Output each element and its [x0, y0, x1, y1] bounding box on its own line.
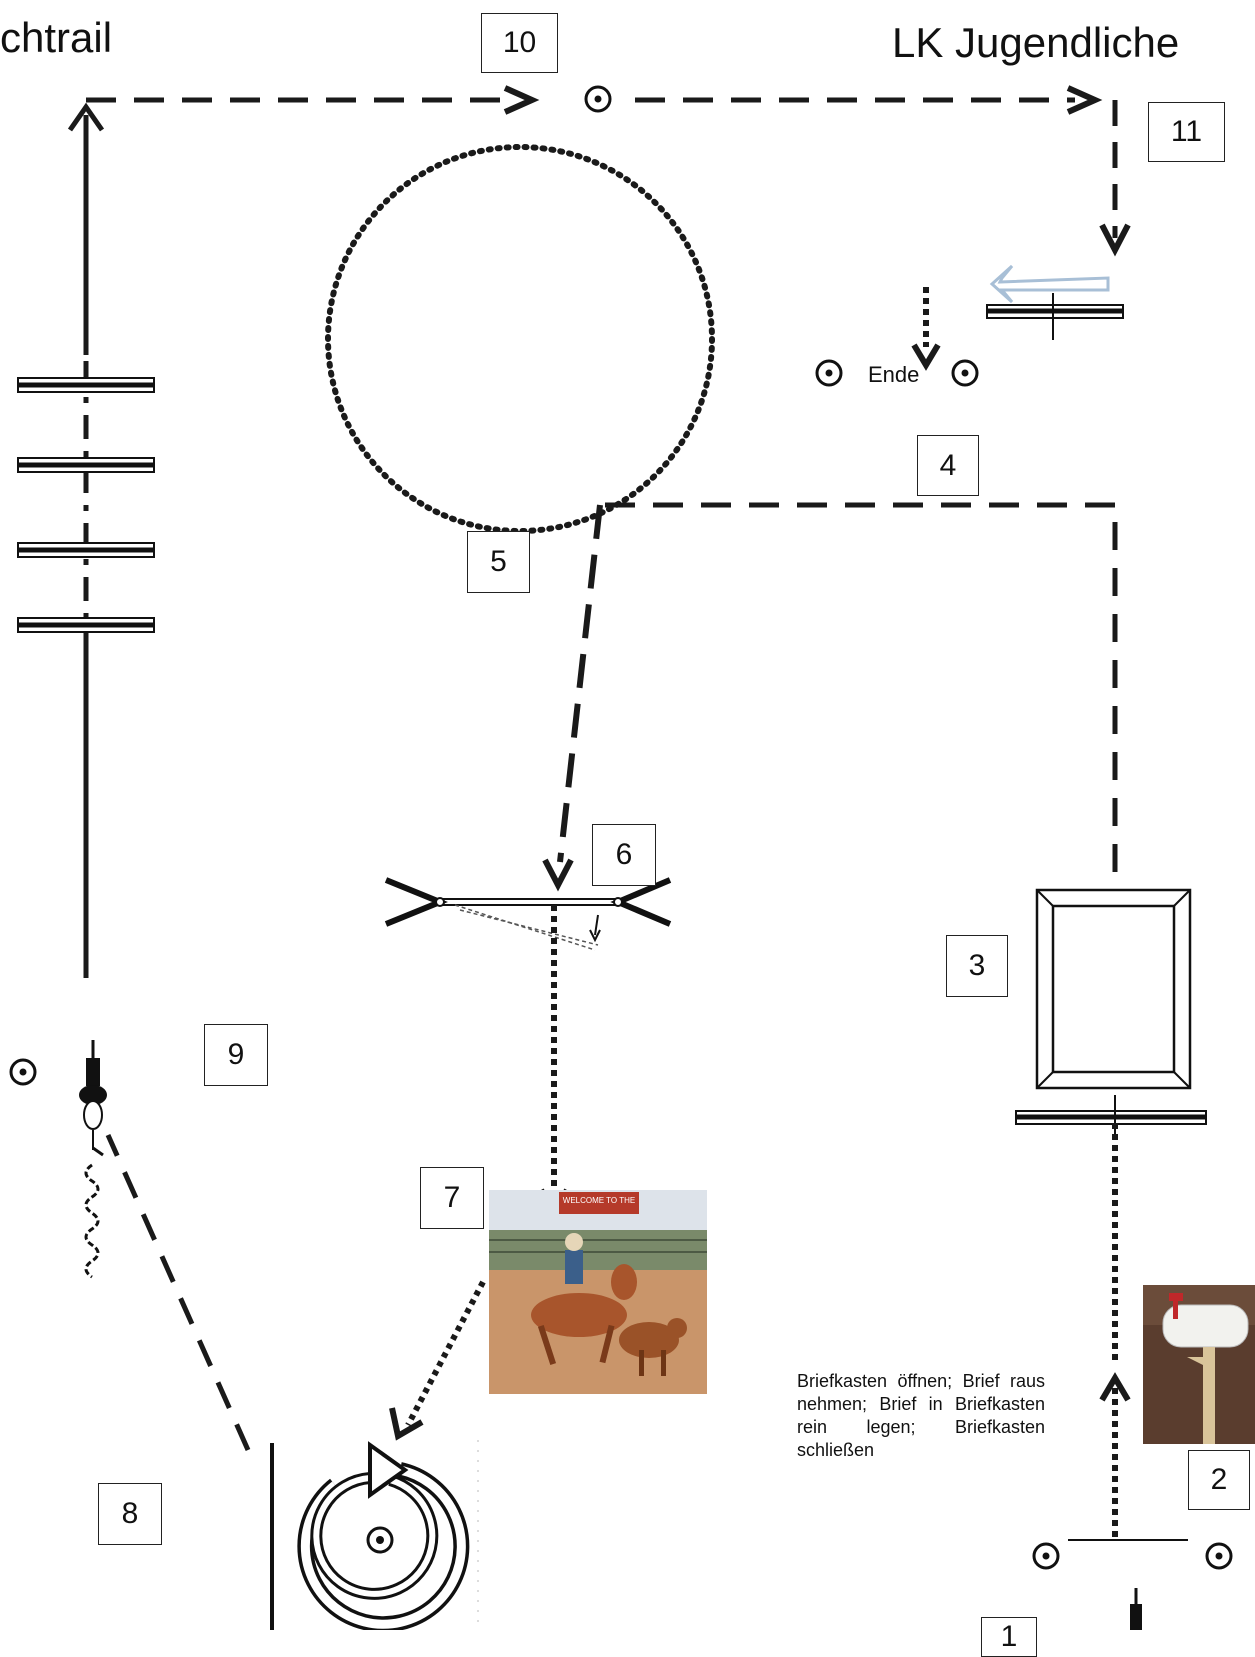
station-1-box: 1 — [981, 1617, 1037, 1657]
page-title-left: chtrail — [0, 14, 113, 61]
mailbox-photo — [1143, 1285, 1255, 1444]
station-8-box: 8 — [98, 1483, 162, 1545]
back-up-arrow — [989, 264, 1110, 304]
station-5-box: 5 — [467, 531, 530, 593]
box-icon — [1035, 888, 1192, 1090]
circle-path — [325, 144, 715, 534]
gate-icon — [384, 877, 672, 951]
cone-marker-icon — [951, 359, 979, 387]
station-7-box: 7 — [420, 1167, 484, 1229]
cone-marker-icon — [1205, 1542, 1233, 1570]
pole-icon — [18, 458, 154, 472]
serpentine-icon — [84, 1163, 100, 1279]
cone-marker-icon — [1032, 1542, 1060, 1570]
route-start — [1068, 1123, 1188, 1541]
station-10-box: 10 — [481, 13, 558, 73]
pole-icon — [18, 378, 154, 392]
cone-marker-icon — [9, 1058, 37, 1086]
station-2-box: 2 — [1188, 1450, 1250, 1510]
pole-icon — [18, 543, 154, 557]
station-4-box: 4 — [917, 435, 979, 496]
rider-icon — [1130, 1588, 1142, 1630]
rider-icon — [79, 1040, 107, 1157]
finish-arrow — [911, 287, 941, 371]
station-3-box: 3 — [946, 935, 1008, 997]
mailbox-instructions: Briefkasten öffnen; Brief raus nehmen; B… — [797, 1371, 1045, 1460]
cone-marker-icon — [815, 359, 843, 387]
finish-label: Ende — [868, 362, 920, 387]
route-top — [86, 85, 1131, 257]
pole-icon — [18, 618, 154, 632]
turn-icon — [297, 1441, 470, 1630]
route-left — [67, 102, 251, 1452]
page-title-right: LK Jugendliche — [892, 19, 1180, 66]
cone-marker-icon — [584, 85, 612, 113]
station-11-box: 11 — [1148, 102, 1225, 162]
station-9-box: 9 — [204, 1024, 268, 1086]
station-6-box: 6 — [592, 824, 656, 886]
photo-banner-text: WELCOME TO THE — [563, 1196, 635, 1205]
route-right — [542, 502, 1118, 892]
roping-photo: WELCOME TO THE — [489, 1190, 707, 1394]
